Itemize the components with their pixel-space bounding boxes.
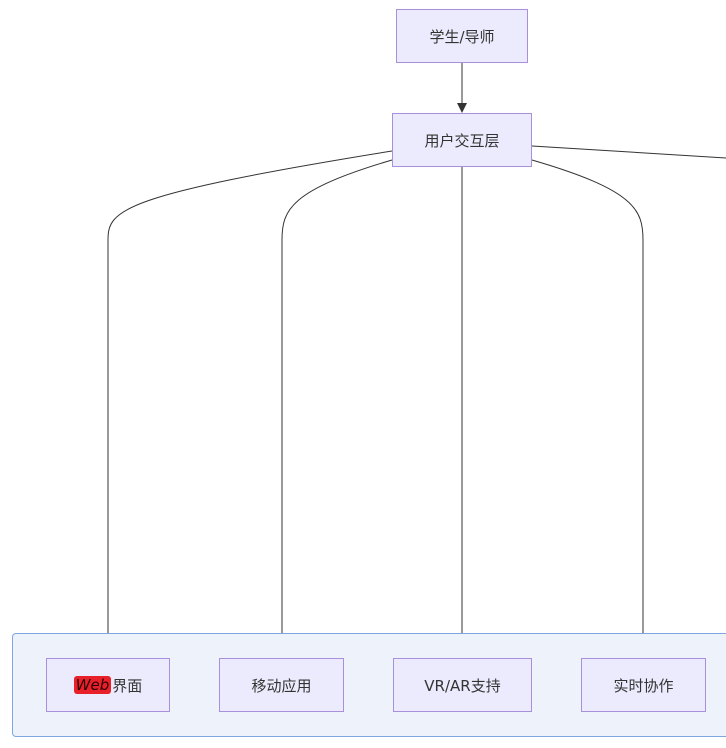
node-vrar-label: VR/AR支持 [424, 676, 501, 695]
node-vrar[interactable]: VR/AR支持 [393, 658, 532, 712]
node-interaction-layer[interactable]: 用户交互层 [392, 113, 532, 167]
edge-interaction-to-mobile [277, 159, 393, 658]
edge-interaction-to-web [103, 150, 393, 658]
node-collab[interactable]: 实时协作 [581, 658, 706, 712]
web-highlight: Web [73, 676, 112, 694]
node-mobile[interactable]: 移动应用 [219, 658, 344, 712]
edge-interaction-to-collab [531, 159, 648, 658]
node-mobile-label: 移动应用 [251, 676, 312, 695]
node-user[interactable]: 学生/导师 [396, 9, 528, 63]
node-web[interactable]: Web 界面 [46, 658, 170, 712]
node-web-label: 界面 [112, 676, 143, 695]
node-user-label: 学生/导师 [429, 27, 495, 46]
node-interaction-layer-label: 用户交互层 [424, 131, 500, 150]
edge-interaction-offscreen [531, 145, 726, 159]
node-collab-label: 实时协作 [613, 676, 674, 695]
